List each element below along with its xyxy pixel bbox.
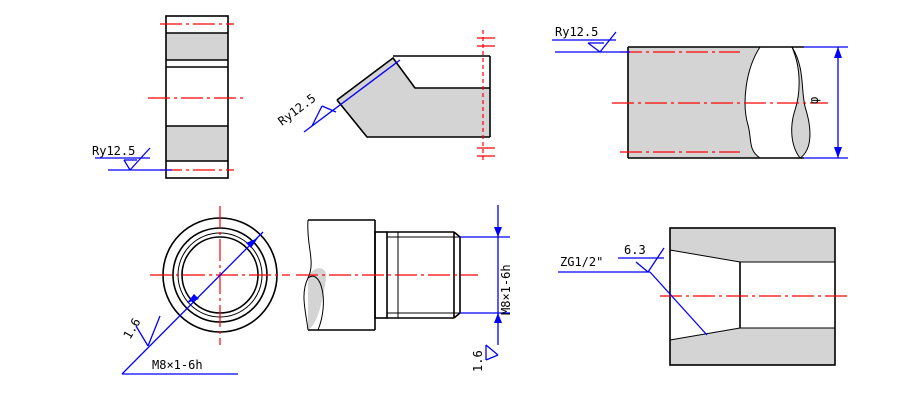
bushing-section-view: Ry12.5 (92, 15, 246, 179)
chamfer-shaft-view: Ry12.5 (275, 30, 495, 160)
roughness-label-bushing: Ry12.5 (92, 144, 135, 158)
roughness-label-chamfer: Ry12.5 (275, 91, 318, 128)
roughness-label-shaft: Ry12.5 (555, 25, 598, 39)
pipe-thread-section-view: ZG1/2" 6.3 (558, 227, 850, 366)
thread-label-bolt: M8×1-6h (499, 264, 513, 315)
diameter-label: φ (807, 97, 821, 104)
shaft-break-view: φ Ry12.5 (552, 25, 848, 159)
threaded-bolt-view: M8×1-6h 1.6 (296, 205, 513, 372)
roughness-label-pipe: 6.3 (624, 243, 646, 257)
thread-label-ring: M8×1-6h (152, 358, 203, 372)
pipe-thread-label: ZG1/2" (560, 255, 603, 269)
roughness-label-ring: 1.6 (120, 316, 143, 342)
threaded-ring-view: M8×1-6h 1.6 (120, 206, 290, 375)
roughness-label-bolt: 1.6 (471, 350, 485, 372)
